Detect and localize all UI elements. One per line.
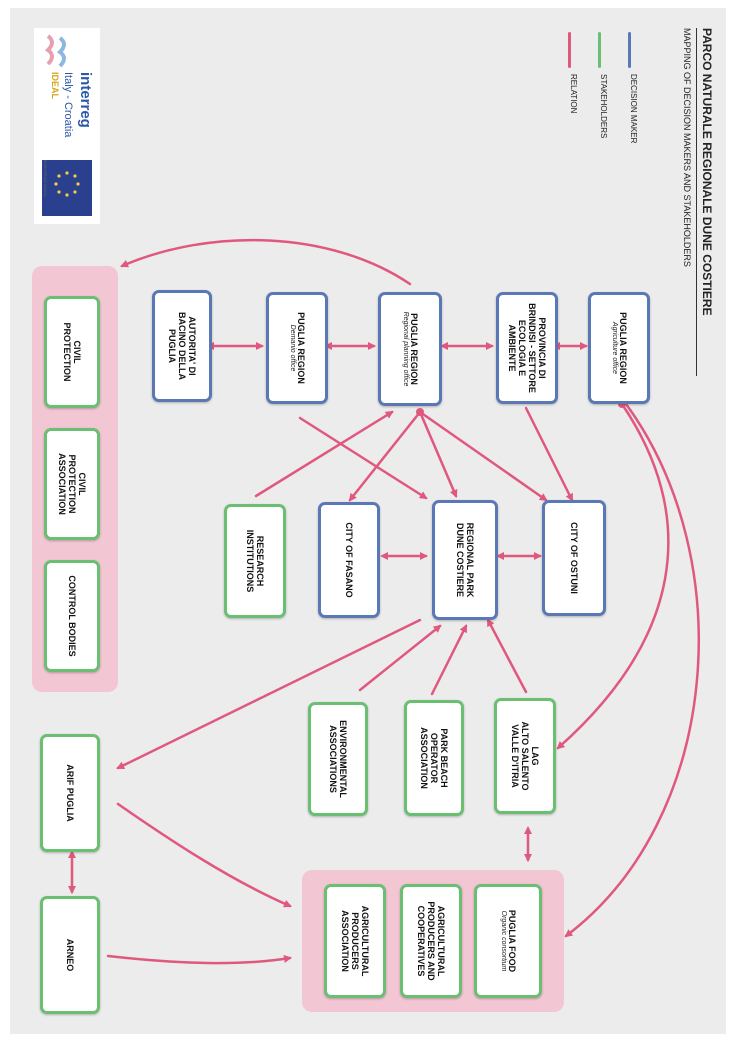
relation-arrow bbox=[254, 410, 394, 498]
relation-arrow bbox=[116, 802, 292, 908]
node-research-institutions: RESEARCH INSTITUTIONS bbox=[224, 504, 286, 618]
title-divider bbox=[696, 28, 697, 376]
node-city-of-ostuni: CITY OF OSTUNI bbox=[542, 500, 606, 616]
node-arneo: ARNEO bbox=[40, 896, 100, 1014]
node-civil-protection-association: CIVIL PROTECTION ASSOCIATION bbox=[44, 428, 100, 540]
relation-arrow bbox=[418, 410, 548, 502]
node-regional-park: REGIONAL PARK DUNE COSTIERE bbox=[432, 500, 498, 620]
relation-arrow bbox=[486, 618, 528, 694]
interreg-logo: interreg Italy - Croatia IDEAL EUROPEAN … bbox=[34, 28, 100, 224]
legend-swatch-decision-maker bbox=[628, 32, 631, 68]
node-lag-alto-salento: LAG Alto Salento Valle d'Itria bbox=[494, 698, 556, 814]
relation-arrow bbox=[348, 410, 422, 502]
relation-arrow bbox=[120, 238, 412, 286]
title-block: PARCO NATURALE REGIONALE DUNE COSTIERE M… bbox=[670, 20, 730, 420]
eu-flag-icon bbox=[42, 160, 92, 216]
legend-swatch-stakeholders bbox=[598, 32, 601, 68]
relation-arrow bbox=[358, 624, 442, 692]
node-city-of-fasano: CITY OF FASANO bbox=[318, 502, 380, 618]
node-environmental-associations: ENVIRONMENTAL ASSOCIATIONS bbox=[308, 702, 368, 816]
node-agricultural-producers-cooperatives: AGRICULTURAL PRODUCERS AND COOPERATIVES bbox=[400, 884, 462, 998]
relation-node-dot bbox=[416, 408, 424, 416]
node-autorita-bacino: AUTORITA' DI BACINO DELLA PUGLIA bbox=[152, 290, 212, 402]
node-provincia-brindisi: PROVINCIA DI BRINDISI - SETTORE ECOLOGIA… bbox=[496, 292, 558, 404]
legend-swatch-relation bbox=[568, 32, 571, 68]
relation-arrow bbox=[418, 410, 458, 498]
node-park-beach-operator: PARK BEACH OPERATOR ASSOCIATION bbox=[404, 700, 464, 816]
relation-arrow bbox=[116, 618, 422, 770]
relation-arrow bbox=[564, 402, 700, 938]
node-agricultural-producers-association: AGRICULTURAL PRODUCERS ASSOCIATION bbox=[324, 884, 386, 998]
node-control-bodies: CONTROL BODIES bbox=[44, 560, 100, 672]
node-civil-protection: CIVIL PROTECTION bbox=[44, 296, 100, 408]
relation-arrow bbox=[556, 402, 670, 750]
relation-arrow bbox=[106, 954, 292, 965]
relation-arrow bbox=[524, 406, 574, 502]
interreg-logo-graphic bbox=[42, 34, 92, 216]
node-arif-puglia: ARIF PUGLIA bbox=[40, 734, 100, 852]
relation-arrow bbox=[430, 624, 468, 696]
relation-arrow bbox=[298, 416, 428, 500]
